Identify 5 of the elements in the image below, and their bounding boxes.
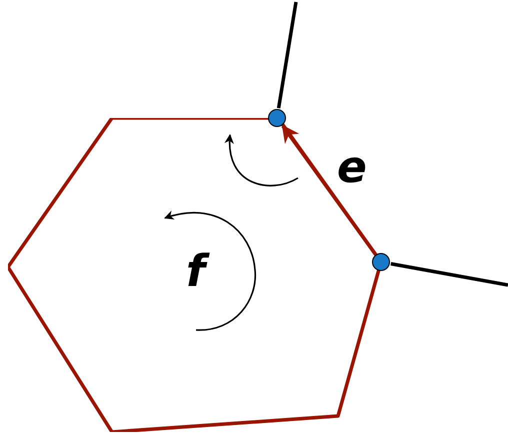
edge-line <box>390 262 508 287</box>
face-label: f <box>184 250 208 294</box>
edge-line <box>276 2 298 108</box>
vertex-dot <box>372 253 390 271</box>
vertex-dot <box>268 109 286 127</box>
